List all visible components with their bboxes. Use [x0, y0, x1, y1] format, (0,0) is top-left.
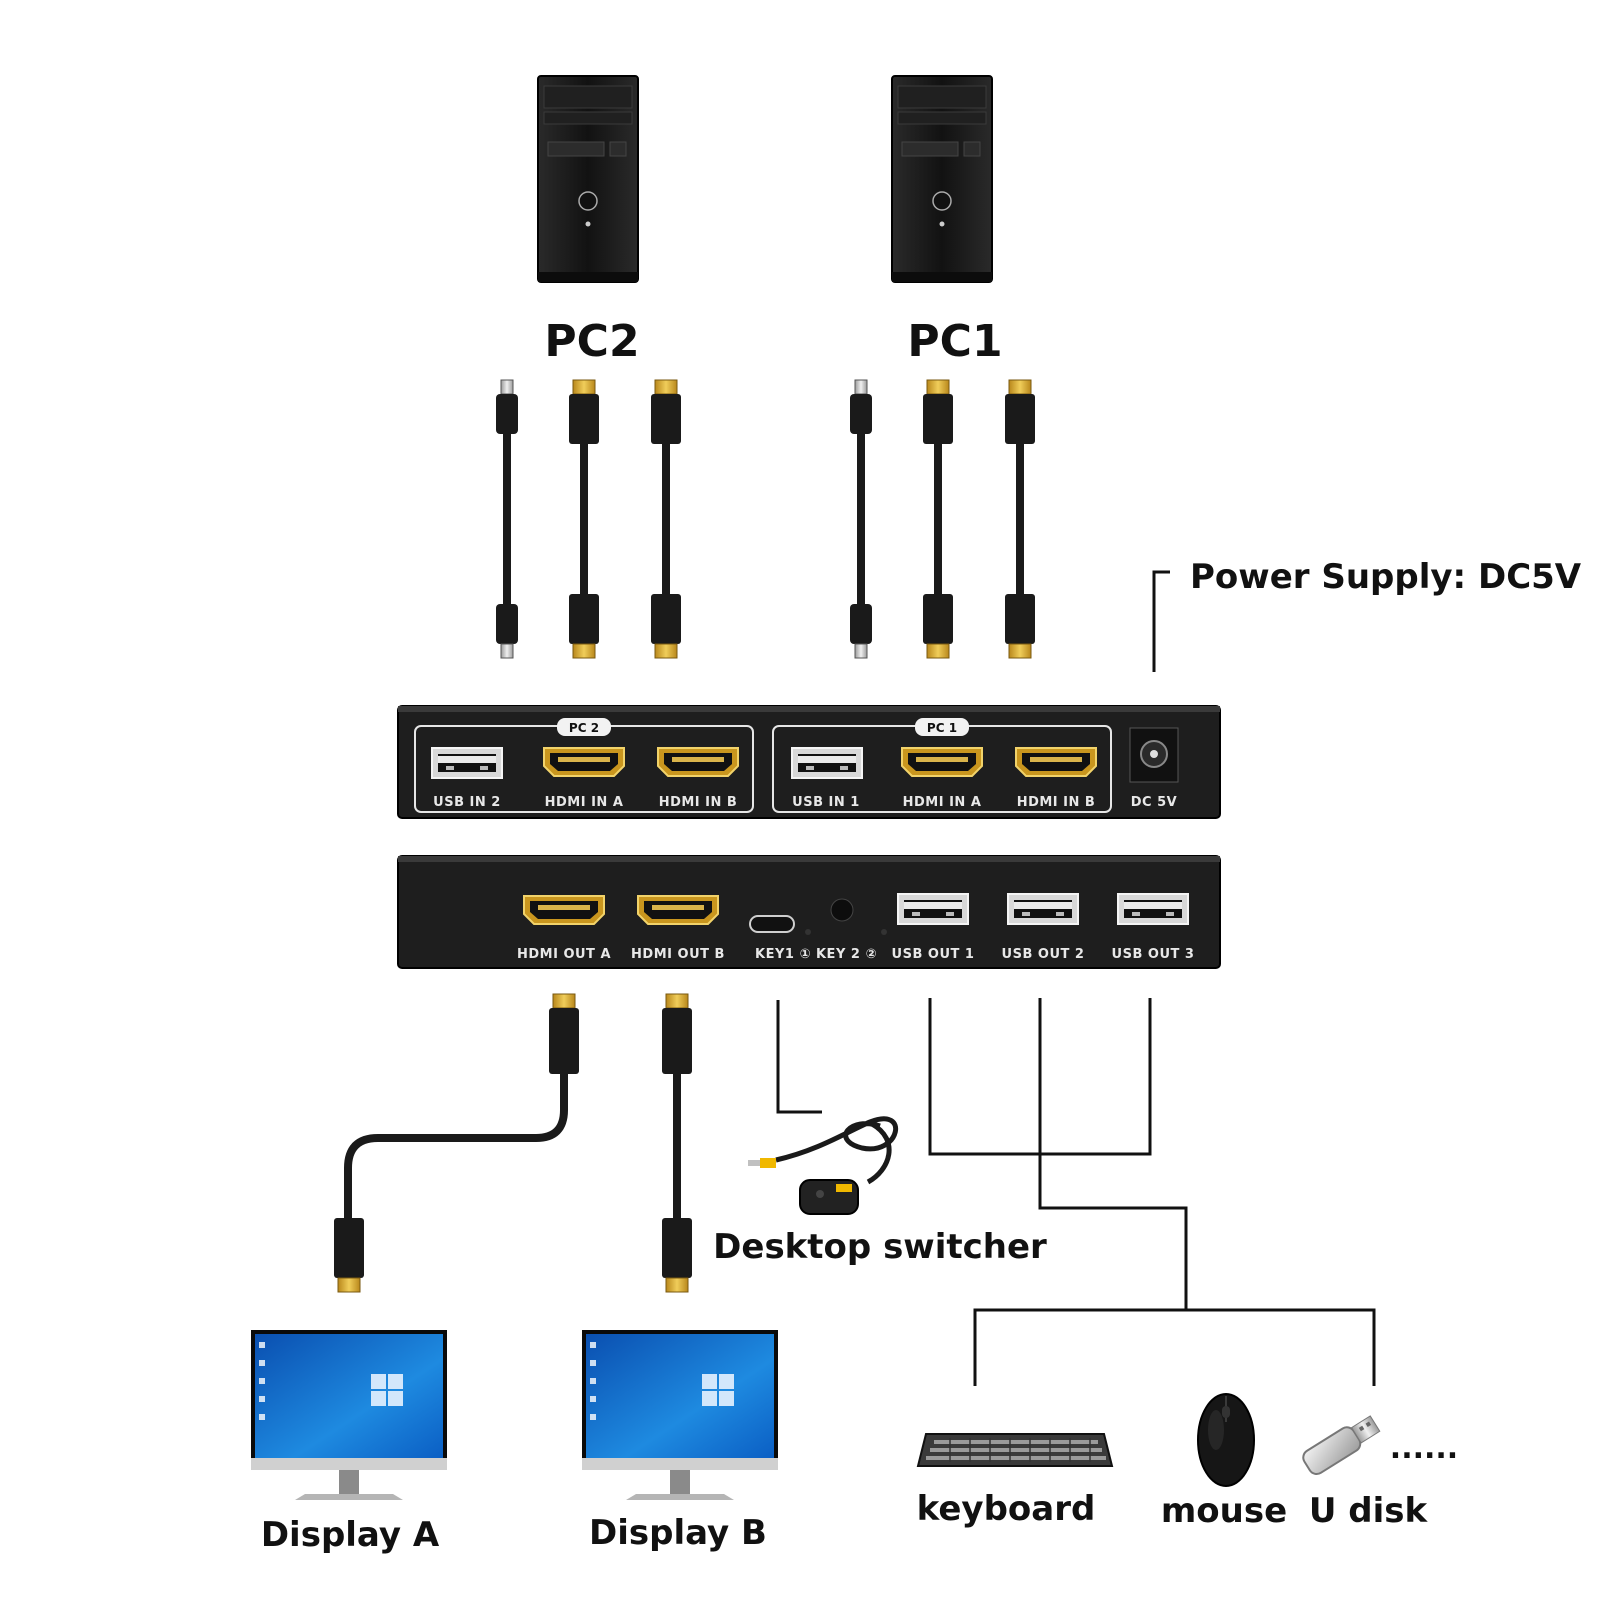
pc2-hdmi-in-a-port	[543, 747, 625, 777]
keyboard-label: keyboard	[917, 1489, 1096, 1529]
pc2-usb-cable-icon	[496, 380, 518, 658]
desktop-switcher-icon	[748, 1116, 899, 1215]
key-label: KEY1 ① KEY 2 ②	[755, 947, 877, 962]
display-a-label: Display A	[261, 1515, 440, 1555]
power-supply-label: Power Supply: DC5V	[1190, 557, 1582, 597]
pc2-label: PC2	[544, 316, 639, 367]
pc1-hdmi-b-cable-icon	[1005, 380, 1035, 658]
dc-5v-port	[1129, 727, 1179, 783]
pc2-hdmi-in-a-label: HDMI IN A	[545, 795, 624, 810]
keyboard-icon	[916, 1433, 1114, 1467]
pc2-group-label: PC 2	[569, 721, 599, 735]
hdmi-out-b-port	[637, 895, 719, 925]
usb-in-1-port	[791, 747, 863, 779]
switch-button	[830, 898, 854, 922]
pc2-hdmi-b-cable-icon	[651, 380, 681, 658]
display-b-hdmi-cable-icon	[662, 993, 692, 1293]
usb-out-2-label: USB OUT 2	[1002, 947, 1085, 962]
pc1-tower-icon	[891, 75, 993, 283]
more-devices-ellipsis: ......	[1390, 1431, 1458, 1466]
pc2-hdmi-a-cable-icon	[569, 380, 599, 658]
pc1-hdmi-in-b-label: HDMI IN B	[1017, 795, 1096, 810]
key-type-c-port	[749, 915, 795, 933]
switch-back-panel: HDMI OUT A HDMI OUT B KEY1 ① KEY 2 ② USB…	[397, 855, 1221, 969]
display-b-label: Display B	[589, 1513, 767, 1553]
usb-out-3-port	[1117, 893, 1189, 925]
pc1-hdmi-a-cable-icon	[923, 380, 953, 658]
display-a-hdmi-cable-icon	[334, 993, 579, 1293]
usb-out-1-port	[897, 893, 969, 925]
pc2-hdmi-in-b-label: HDMI IN B	[659, 795, 738, 810]
display-b-monitor-icon	[582, 1330, 778, 1500]
usb-in-2-port	[431, 747, 503, 779]
pc1-hdmi-in-a-port	[901, 747, 983, 777]
display-a-monitor-icon	[251, 1330, 447, 1500]
desktop-switcher-label: Desktop switcher	[713, 1227, 1047, 1267]
pc1-usb-cable-icon	[850, 380, 872, 658]
usb-drive-icon	[1302, 1415, 1381, 1476]
switcher-leader	[776, 1000, 822, 1114]
mouse-label: mouse	[1161, 1491, 1287, 1531]
pc1-group-label: PC 1	[927, 721, 957, 735]
u-disk-label: U disk	[1309, 1491, 1429, 1531]
usb-out-3-label: USB OUT 3	[1112, 947, 1195, 962]
pc2-hdmi-in-b-port	[657, 747, 739, 777]
usb-out-2-port	[1007, 893, 1079, 925]
dc-5v-label: DC 5V	[1131, 795, 1177, 810]
mouse-icon	[1197, 1393, 1255, 1487]
usb-output-wiring	[928, 998, 1376, 1386]
hdmi-out-a-port	[523, 895, 605, 925]
power-supply-leader	[1152, 570, 1170, 672]
usb-in-2-label: USB IN 2	[433, 795, 501, 810]
pc1-hdmi-in-a-label: HDMI IN A	[903, 795, 982, 810]
pc1-label: PC1	[907, 316, 1002, 367]
pc2-tower-icon	[537, 75, 639, 283]
hdmi-out-b-label: HDMI OUT B	[631, 947, 725, 962]
hdmi-out-a-label: HDMI OUT A	[517, 947, 611, 962]
usb-in-1-label: USB IN 1	[792, 795, 860, 810]
switch-front-panel: PC 2 PC 1 USB IN 2 HDMI IN A HDMI IN B U…	[397, 705, 1221, 819]
usb-out-1-label: USB OUT 1	[892, 947, 975, 962]
pc1-hdmi-in-b-port	[1015, 747, 1097, 777]
